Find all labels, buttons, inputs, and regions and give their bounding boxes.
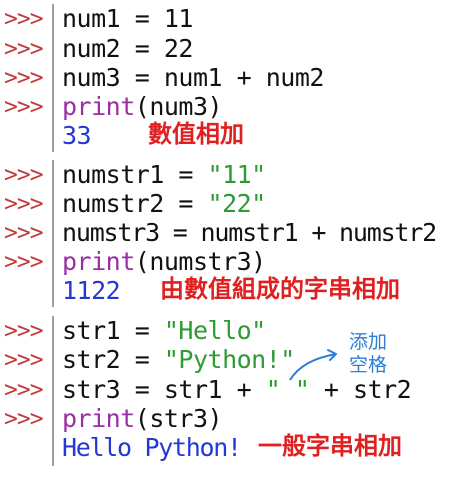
string-literal: "11" <box>207 160 267 189</box>
code-text: str3 = str1 + " " + str2 <box>62 375 412 405</box>
string-literal: "Python!" <box>163 345 295 374</box>
code-line: >>> str1 = "Hello" <box>0 316 469 346</box>
gutter-line <box>52 160 54 307</box>
code-line: >>> numstr2 = "22" <box>0 189 469 219</box>
string-literal: " " <box>265 375 310 404</box>
annotation-note: 由數值組成的字串相加 <box>160 275 400 303</box>
separator <box>0 307 469 317</box>
code-text: num2 = 22 <box>62 34 193 63</box>
annotation-note: 數值相加 <box>148 120 244 148</box>
code-segment: str2 = <box>62 345 164 374</box>
prompt: >>> <box>4 249 44 275</box>
code-line: >>> numstr1 = "11" <box>0 160 469 190</box>
prompt: >>> <box>4 377 44 403</box>
prompt: >>> <box>4 94 44 120</box>
prompt: >>> <box>4 191 44 217</box>
code-segment: str1 = <box>62 316 164 345</box>
code-text: num3 = num1 + num2 <box>62 63 324 92</box>
side-note-line2: 空格 <box>349 354 388 376</box>
output-text: 1122 <box>62 276 121 305</box>
print-keyword: print <box>62 92 135 121</box>
code-segment: str3 = str1 + <box>62 375 266 404</box>
prompt: >>> <box>4 318 44 344</box>
annotation-note: 一般字串相加 <box>258 432 402 460</box>
print-args: (str3) <box>134 404 223 433</box>
code-text: numstr1 = "11" <box>62 160 266 190</box>
code-line: >>> print(numstr3) <box>0 247 469 277</box>
curved-arrow-icon <box>289 349 337 381</box>
code-text: print(num3) <box>62 92 223 122</box>
prompt: >>> <box>4 162 44 188</box>
code-text: numstr2 = "22" <box>62 189 266 219</box>
output-text: 33 <box>62 121 92 150</box>
code-segment: + str2 <box>309 375 412 404</box>
code-segment: numstr1 = <box>62 160 208 189</box>
code-text: str1 = "Hello" <box>62 316 266 346</box>
code-line: >>> str3 = str1 + " " + str2 <box>0 375 469 405</box>
string-literal: "Hello" <box>163 316 266 345</box>
print-args: (num3) <box>134 92 223 121</box>
print-keyword: print <box>62 404 135 433</box>
code-text: str2 = "Python!" <box>62 345 295 375</box>
code-text: num1 = 11 <box>62 4 193 33</box>
code-line: >>> num1 = 11 <box>0 4 469 34</box>
code-line: >>> str2 = "Python!" <box>0 345 469 375</box>
code-text: numstr3 = numstr1 + numstr2 <box>62 218 437 247</box>
print-args: (numstr3) <box>134 247 266 276</box>
code-line: >>> print(str3) <box>0 404 469 434</box>
output-line: Hello Python! <box>0 433 469 463</box>
code-text: print(numstr3) <box>62 247 266 277</box>
string-literal: "22" <box>207 189 267 218</box>
output-line: 1122 <box>0 276 469 306</box>
code-segment: numstr2 = <box>62 189 208 218</box>
code-line: >>> num2 = 22 <box>0 34 469 64</box>
code-line: >>> print(num3) <box>0 92 469 122</box>
prompt: >>> <box>4 65 44 91</box>
output-text: Hello Python! <box>62 433 242 462</box>
side-note-line1: 添加 <box>349 331 388 353</box>
output-line: 33 <box>0 121 469 151</box>
prompt: >>> <box>4 220 44 246</box>
prompt: >>> <box>4 6 44 32</box>
code-line: >>> numstr3 = numstr1 + numstr2 <box>0 218 469 248</box>
print-keyword: print <box>62 247 135 276</box>
prompt: >>> <box>4 406 44 432</box>
gutter-line <box>52 316 54 466</box>
code-text: print(str3) <box>62 404 223 434</box>
separator <box>0 152 469 162</box>
gutter-line <box>52 4 54 152</box>
prompt: >>> <box>4 36 44 62</box>
prompt: >>> <box>4 347 44 373</box>
code-line: >>> num3 = num1 + num2 <box>0 63 469 93</box>
